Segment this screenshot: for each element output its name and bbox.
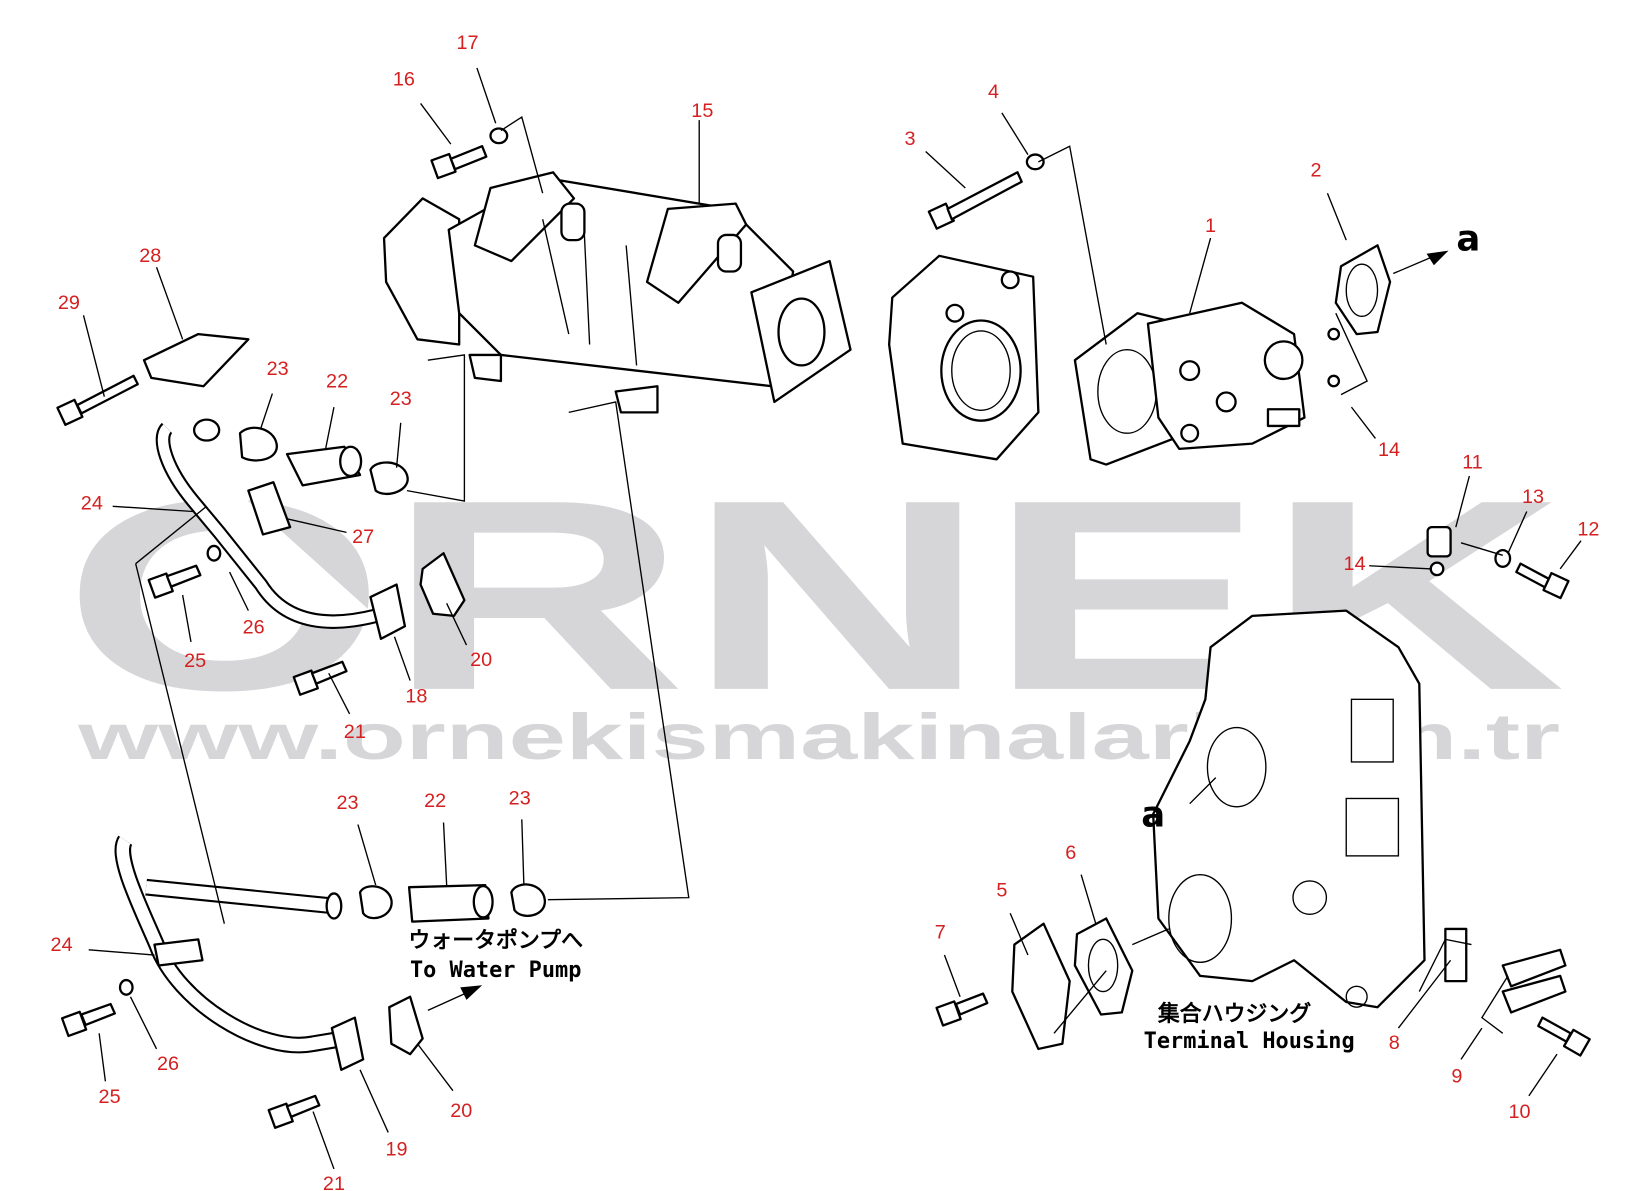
gasket-6 — [1073, 917, 1134, 1016]
callout-17: 17 — [457, 32, 479, 54]
hose-22b — [407, 883, 494, 923]
bolt-16 — [430, 145, 488, 180]
water-pump-jp: ウォータポンプへ — [408, 928, 583, 954]
view-ref-a-bottom: a — [1141, 795, 1165, 836]
bolt-7 — [935, 992, 989, 1027]
bolt-21a — [292, 660, 348, 696]
fitting-11 — [1426, 525, 1452, 558]
callout-8: 8 — [1389, 1032, 1400, 1054]
bolt-25b — [60, 1002, 116, 1038]
view-ref-a-top: a — [1456, 219, 1480, 260]
clamp-23c — [358, 885, 393, 920]
bolt-12 — [1515, 562, 1570, 600]
plug-14 — [1327, 327, 1341, 341]
callout-28: 28 — [139, 245, 161, 267]
washer-4 — [1025, 153, 1045, 171]
callout-6: 6 — [1065, 842, 1076, 864]
callout-22: 22 — [424, 790, 446, 812]
arrow-a — [1189, 777, 1217, 805]
arrow-to-water-pump — [427, 990, 470, 1011]
cover-5 — [1011, 922, 1071, 1051]
hose-22a — [285, 445, 363, 487]
callout-5: 5 — [996, 880, 1007, 902]
callout-9: 9 — [1451, 1065, 1462, 1087]
bracket-8 — [1444, 927, 1468, 983]
washer-26b — [118, 978, 134, 996]
gasket-20b — [388, 995, 424, 1056]
gasket-20a — [419, 552, 466, 617]
bolt-21b — [267, 1094, 321, 1129]
clamp-23b — [369, 461, 409, 496]
bolt-10 — [1537, 1016, 1591, 1057]
callout-25: 25 — [184, 650, 206, 672]
callout-26: 26 — [243, 617, 265, 639]
callout-20: 20 — [470, 649, 492, 671]
egr-cooler — [382, 171, 852, 414]
callout-26: 26 — [157, 1053, 179, 1075]
clamp-9 — [1501, 948, 1567, 1014]
callout-23: 23 — [336, 792, 358, 814]
pipe-19 — [114, 835, 365, 1071]
callout-23: 23 — [390, 388, 412, 410]
callout-19: 19 — [386, 1138, 408, 1160]
callout-21: 21 — [344, 721, 366, 743]
water-pump-en: To Water Pump — [410, 958, 581, 983]
callout-4: 4 — [988, 81, 999, 103]
clamp-28 — [142, 332, 250, 388]
callout-15: 15 — [691, 100, 713, 122]
clamp-24b — [153, 938, 204, 967]
callouts: 17 16 15 3 4 2 1 28 29 23 22 23 14 11 13… — [51, 32, 1600, 1191]
terminal-housing-jp: 集合ハウジング — [1157, 1001, 1311, 1027]
callout-23: 23 — [509, 788, 531, 810]
callout-12: 12 — [1577, 518, 1599, 540]
clamp-23d — [510, 883, 546, 917]
clamp-23a — [238, 426, 278, 462]
bolt-25a — [147, 564, 202, 599]
terminal-housing — [1152, 609, 1426, 1009]
egr-valve — [1073, 301, 1306, 466]
washer-26a — [206, 544, 222, 562]
callout-18: 18 — [405, 685, 427, 707]
arrow-to-a — [1392, 255, 1436, 275]
callout-7: 7 — [935, 921, 946, 943]
callout-14: 14 — [1344, 553, 1366, 575]
callout-23: 23 — [267, 358, 289, 380]
callout-27: 27 — [352, 526, 374, 548]
bracket-27 — [247, 481, 292, 536]
terminal-housing-en: Terminal Housing — [1144, 1029, 1355, 1054]
callout-21: 21 — [323, 1173, 345, 1191]
callout-14: 14 — [1378, 439, 1400, 461]
assembly-lines — [135, 115, 1509, 1034]
callout-20: 20 — [450, 1100, 472, 1122]
plug-14b — [1327, 374, 1341, 388]
bolt-29 — [56, 374, 139, 426]
callout-11: 11 — [1462, 452, 1483, 474]
callout-1: 1 — [1205, 215, 1216, 237]
callout-25: 25 — [99, 1086, 121, 1108]
gasket-2 — [1334, 244, 1392, 336]
callout-16: 16 — [393, 69, 415, 91]
callout-13: 13 — [1522, 486, 1544, 508]
callout-24: 24 — [51, 934, 73, 956]
callout-2: 2 — [1310, 159, 1321, 181]
adapter-housing — [887, 254, 1040, 461]
callout-10: 10 — [1508, 1101, 1530, 1123]
leader-lines — [82, 67, 1582, 1170]
callout-3: 3 — [904, 128, 915, 150]
plug-14c — [1429, 561, 1445, 577]
callout-22: 22 — [326, 370, 348, 392]
callout-24: 24 — [81, 492, 103, 514]
bolt-3 — [927, 171, 1023, 230]
callout-29: 29 — [58, 292, 80, 314]
washer-17 — [489, 127, 509, 145]
